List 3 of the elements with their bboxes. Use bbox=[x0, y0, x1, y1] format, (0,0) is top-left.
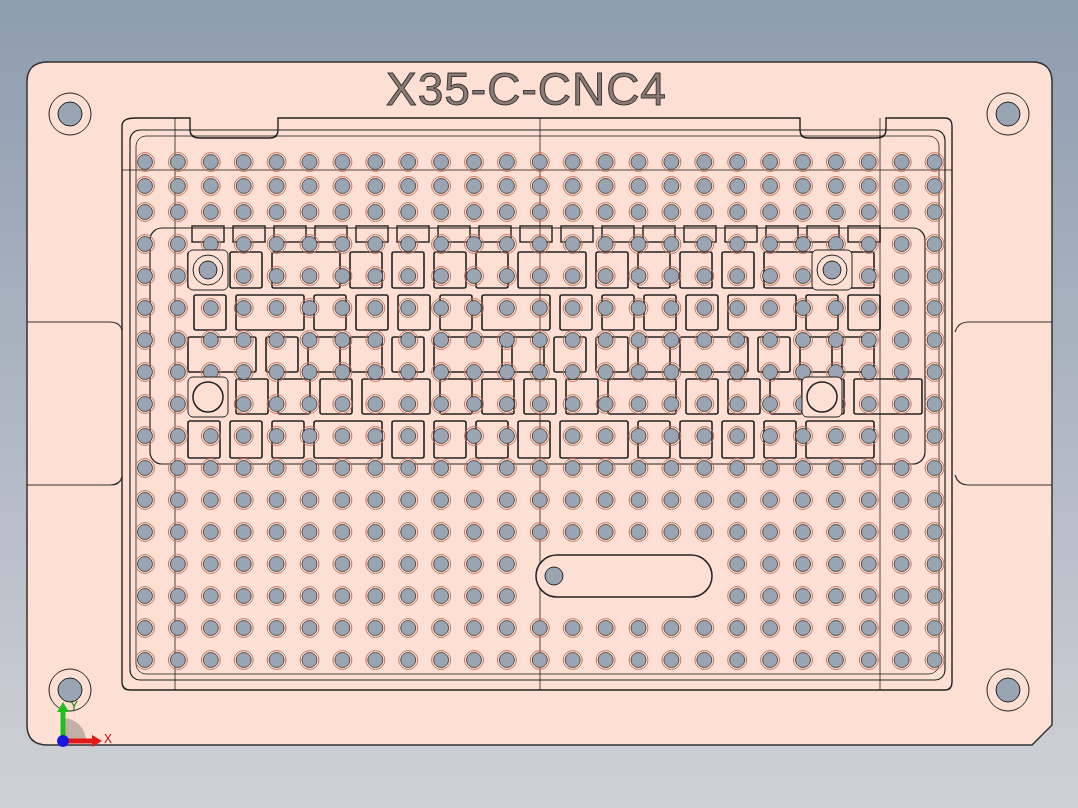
part-number-text: X35-C-CNC4 bbox=[386, 66, 667, 112]
axis-label: X bbox=[104, 733, 112, 745]
axis-label: Y bbox=[70, 700, 78, 712]
